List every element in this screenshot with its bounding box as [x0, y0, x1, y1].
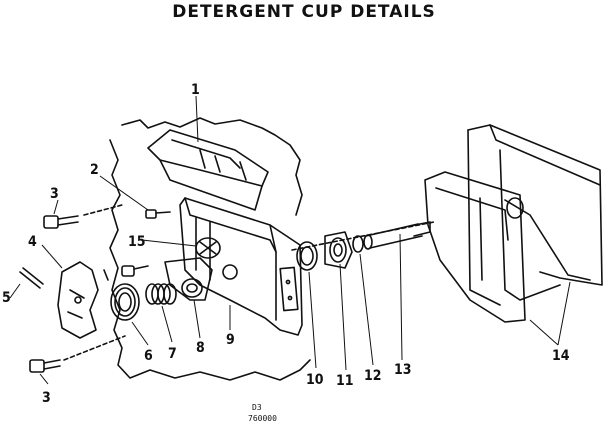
callout-14: 14: [552, 348, 570, 364]
callout-3-top: 3: [50, 186, 59, 202]
washer-part-12: [352, 235, 364, 253]
code-top: D3: [252, 403, 262, 412]
callout-12: 12: [364, 368, 382, 384]
callout-15: 15: [128, 234, 146, 250]
spring-part-6: [103, 269, 140, 321]
callout-10: 10: [306, 372, 324, 388]
callout-8: 8: [196, 340, 205, 356]
screw-part-3-top: [43, 215, 79, 229]
callout-4: 4: [28, 234, 37, 250]
callout-9: 9: [226, 332, 235, 348]
wheel-part-15: [195, 237, 221, 259]
screw-part-3-bottom: [29, 359, 61, 373]
callout-1: 1: [191, 82, 200, 98]
callout-7: 7: [168, 346, 177, 362]
shaft-part-13: [363, 221, 431, 250]
tray-part-1: [147, 129, 269, 187]
callout-13: 13: [394, 362, 412, 378]
gasket-part-10: [296, 241, 318, 271]
callout-6: 6: [144, 348, 153, 364]
pin-part-5: [19, 267, 44, 289]
bracket-part-8: [164, 257, 213, 301]
screw-small: [121, 265, 149, 277]
housing-part-11: [324, 231, 353, 269]
cover-part-14: [424, 124, 603, 323]
mounting-plate-9: [179, 197, 303, 336]
diagram-title: DETERGENT CUP DETAILS: [172, 2, 436, 22]
screw-part-2: [145, 209, 171, 219]
leader-lines: [9, 95, 571, 385]
spring-part-7: [145, 283, 177, 305]
callout-11: 11: [336, 373, 354, 389]
latch-part-4: [57, 261, 99, 339]
callout-2: 2: [90, 162, 99, 178]
callout-3-bottom: 3: [42, 390, 51, 406]
code-bottom: 760000: [248, 414, 277, 423]
callout-5: 5: [2, 290, 11, 306]
